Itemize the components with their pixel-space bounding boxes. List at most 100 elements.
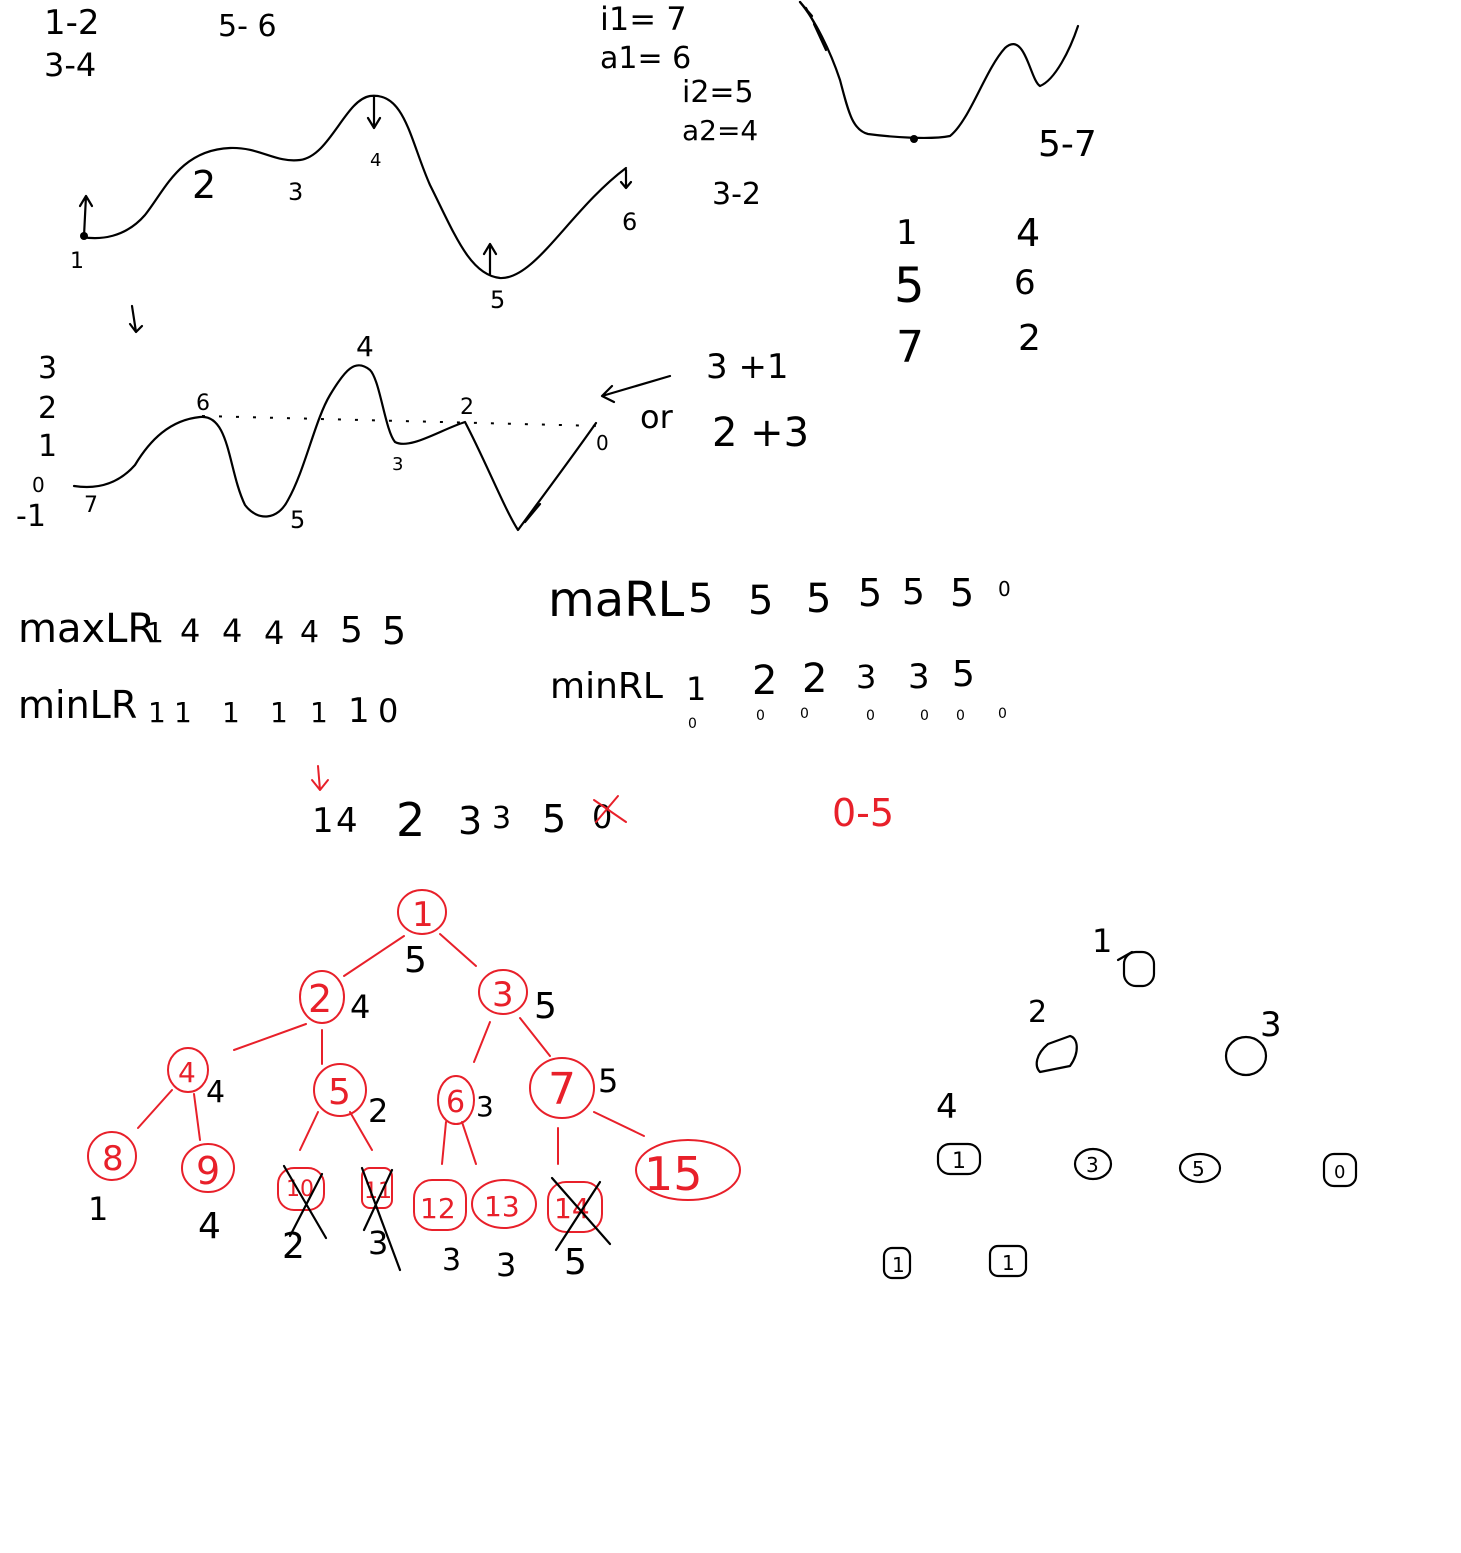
min-rl-values: 1 2 2 3 3 5 [686, 654, 975, 708]
red-cross-mark [593, 795, 627, 823]
up-arrow-icon [78, 194, 94, 238]
tree-node-1-label: 1 [412, 895, 434, 935]
result-value: 5 [542, 797, 566, 841]
small-tree-bottom-1[interactable] [882, 1246, 912, 1280]
valley-dot [910, 135, 918, 143]
tree-node-9-value: 4 [198, 1206, 221, 1247]
tree-node-8-value: 1 [88, 1190, 108, 1228]
small-tree-level3-label: 4 [936, 1087, 958, 1127]
pair-grid-r3-c2: 2 [1018, 318, 1041, 359]
min-rl-value: 1 [686, 670, 706, 708]
small-tree-right-node[interactable] [1224, 1035, 1268, 1077]
tree-node-14[interactable] [547, 1181, 603, 1233]
min-rl-value: 3 [856, 658, 876, 696]
tree-node-9[interactable] [181, 1143, 235, 1193]
note-5-7: 5-7 [1038, 124, 1097, 165]
max-lr-value: 1 [146, 616, 164, 649]
tree-node-15[interactable] [635, 1139, 741, 1201]
tree-node-8[interactable] [87, 1131, 137, 1181]
dotted-level-line [201, 415, 601, 427]
small-tree-leaf-3[interactable] [1073, 1147, 1113, 1181]
valley-scribble [798, 0, 828, 52]
tree-node-10[interactable] [277, 1167, 325, 1211]
tree-node-6[interactable] [437, 1075, 475, 1125]
result-row: 1 4 2 3 3 5 0 [312, 793, 627, 847]
min-rl-label: minRL [550, 666, 663, 707]
small-tree-leaf-5[interactable] [1178, 1152, 1222, 1184]
min-rl-value: 5 [952, 654, 975, 695]
pair-grid-r1-c2: 4 [1016, 211, 1040, 255]
note-3-4: 3-4 [44, 46, 96, 84]
small-tree-bottom-2[interactable] [988, 1244, 1028, 1278]
curve1-label-3: 3 [288, 178, 303, 206]
note-i1: i1= 7 [600, 0, 687, 38]
tree-node-2-label: 2 [308, 977, 332, 1021]
min-lr-value: 1 [222, 696, 240, 729]
min-rl-value: 2 [752, 658, 777, 704]
min-rl-subscript: 0 [920, 708, 929, 724]
max-rl-values: 5 5 5 5 5 5 0 [688, 571, 1011, 624]
small-tree-left-node[interactable] [1035, 1034, 1078, 1074]
tree-node-10-value: 2 [282, 1226, 305, 1267]
tree-node-4[interactable] [167, 1047, 209, 1093]
tree-node-5-value: 2 [368, 1092, 388, 1130]
down-arrow-icon [128, 304, 144, 334]
tree-node-8-label: 8 [102, 1139, 124, 1179]
small-tree-leaf-0[interactable] [1322, 1152, 1358, 1188]
valley-sketch [798, 0, 1080, 139]
max-rl-value: 5 [688, 576, 713, 622]
max-rl-value: 5 [950, 571, 974, 615]
small-tree-leaf-5-label: 5 [1192, 1157, 1205, 1181]
tree-node-3-value: 5 [534, 986, 557, 1027]
note-a2: a2=4 [682, 114, 758, 147]
curve1-label-2: 2 [192, 163, 216, 207]
down-arrow-icon [366, 94, 382, 130]
small-tree-root-node[interactable] [1122, 950, 1156, 988]
up-arrow-icon [523, 502, 542, 524]
curve2-end-0: 0 [596, 431, 609, 455]
yscale-minus-1: -1 [16, 499, 46, 534]
small-tree-right-label: 3 [1260, 1005, 1282, 1045]
tree-node-7[interactable] [529, 1057, 595, 1119]
sum-or: or [640, 398, 674, 436]
note-5-6: 5- 6 [218, 9, 277, 44]
max-rl-value: 5 [806, 576, 831, 622]
tree-node-12-value: 3 [442, 1243, 461, 1278]
tree-node-5[interactable] [313, 1063, 367, 1117]
small-tree-left-label: 2 [1028, 995, 1047, 1030]
small-tree-leaf-1[interactable] [936, 1142, 982, 1176]
curve2-valley-7: 7 [84, 493, 98, 518]
max-rl-value: 5 [748, 578, 773, 624]
max-lr-value: 4 [222, 612, 242, 650]
max-lr-value: 4 [264, 614, 284, 652]
tree-node-12-label: 12 [420, 1192, 456, 1225]
result-value: 3 [458, 799, 482, 843]
yscale-0: 0 [32, 473, 45, 497]
curve2-valley-5: 5 [290, 506, 305, 534]
tree-node-12[interactable] [413, 1179, 467, 1231]
small-tree-leaf-1-label: 1 [952, 1149, 966, 1174]
tree-node-15-label: 15 [644, 1147, 703, 1201]
down-arrow-icon [619, 168, 633, 190]
small-tree: 1 2 3 4 1 3 5 0 1 1 [882, 922, 1358, 1280]
pair-grid-r3-c1: 7 [896, 322, 924, 373]
tree-node-13[interactable] [471, 1179, 537, 1229]
cross-mark [550, 1176, 612, 1252]
pair-grid-r1-c1: 1 [896, 213, 918, 253]
tree-edges [137, 933, 645, 1165]
tree-node-3-label: 3 [492, 975, 514, 1015]
tree-node-3[interactable] [478, 969, 528, 1015]
curve2-peak-2: 2 [460, 395, 474, 420]
tree-node-2[interactable] [299, 970, 345, 1024]
min-lr-value: 1 [310, 696, 328, 729]
yscale-3: 3 [38, 351, 57, 386]
max-rl-label: maRL [548, 572, 685, 628]
note-a1: a1= 6 [600, 41, 691, 76]
tree-node-14-value: 5 [564, 1242, 587, 1283]
note-i2: i2=5 [682, 75, 754, 110]
curve2-valley-3: 3 [392, 454, 403, 475]
min-rl-subscript: 0 [866, 708, 875, 724]
tree-node-1[interactable] [397, 889, 447, 935]
tree-node-4-label: 4 [178, 1056, 196, 1089]
